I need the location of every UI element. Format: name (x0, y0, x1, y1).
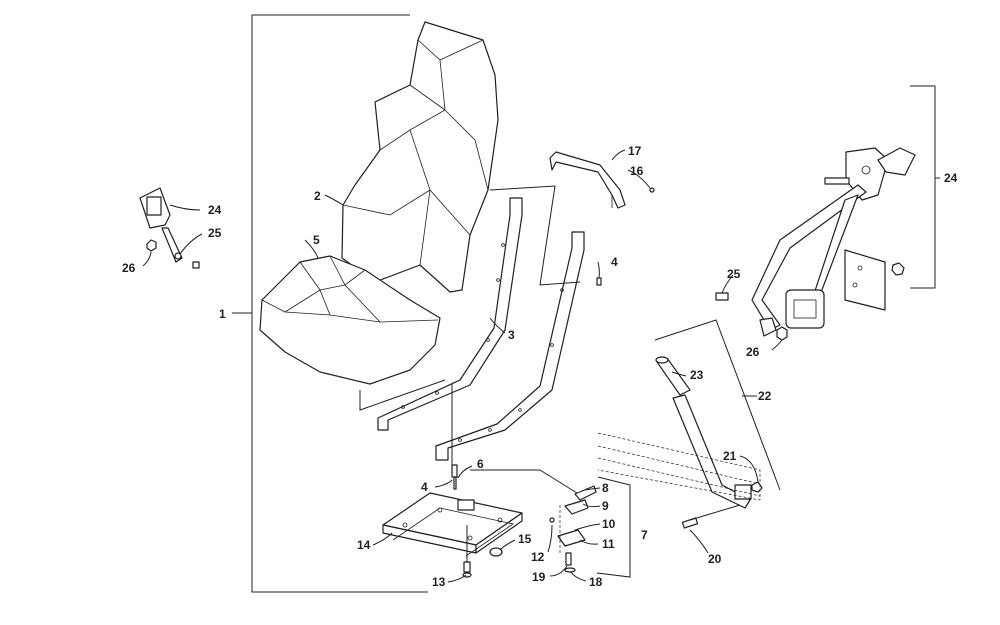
callout-19: 19 (532, 570, 546, 584)
callout-22: 22 (758, 389, 772, 403)
callout-12: 12 (531, 550, 545, 564)
upper-bracket (549, 151, 655, 209)
callout-15: 15 (518, 532, 532, 546)
callout-7: 7 (641, 528, 648, 542)
callout-9: 9 (602, 499, 609, 513)
hardware-bolts (451, 277, 602, 490)
callout-23: 23 (690, 368, 704, 382)
seat-cushion (259, 255, 441, 385)
callout-20: 20 (708, 552, 722, 566)
callout-10: 10 (602, 517, 616, 531)
callout-4-upper: 4 (611, 255, 618, 269)
callout-17: 17 (628, 144, 642, 158)
latch-assembly (549, 476, 631, 578)
callout-6: 6 (477, 457, 484, 471)
callout-1: 1 (219, 307, 226, 321)
mount-tube (597, 319, 781, 529)
callout-8: 8 (602, 481, 609, 495)
callout-labels: 1 2 3 4 4 5 6 7 8 9 10 11 12 13 14 15 16… (122, 144, 958, 589)
leader-lines (142, 149, 783, 583)
callout-18: 18 (589, 575, 603, 589)
callout-11: 11 (602, 537, 615, 551)
callout-16: 16 (630, 164, 644, 178)
callout-13: 13 (432, 575, 446, 589)
callout-5: 5 (313, 233, 320, 247)
base-plate (382, 492, 523, 557)
right-belt-retractor (715, 85, 940, 341)
callout-24-left: 24 (208, 203, 222, 217)
callout-14: 14 (357, 538, 371, 552)
seat-back (341, 21, 499, 293)
seat-frame-rails (377, 197, 585, 461)
left-belt-buckle (139, 187, 200, 269)
callout-2: 2 (314, 189, 321, 203)
callout-24-right: 24 (944, 171, 958, 185)
bumper-15 (489, 547, 503, 557)
callout-21: 21 (723, 449, 737, 463)
callout-25-right: 25 (727, 267, 741, 281)
assembly-bracket-1 (232, 14, 428, 593)
callout-26-left: 26 (122, 261, 136, 275)
callout-3: 3 (508, 328, 515, 342)
callout-25-left: 25 (208, 226, 222, 240)
callout-26-right: 26 (746, 345, 760, 359)
callout-4-lower: 4 (421, 480, 428, 494)
